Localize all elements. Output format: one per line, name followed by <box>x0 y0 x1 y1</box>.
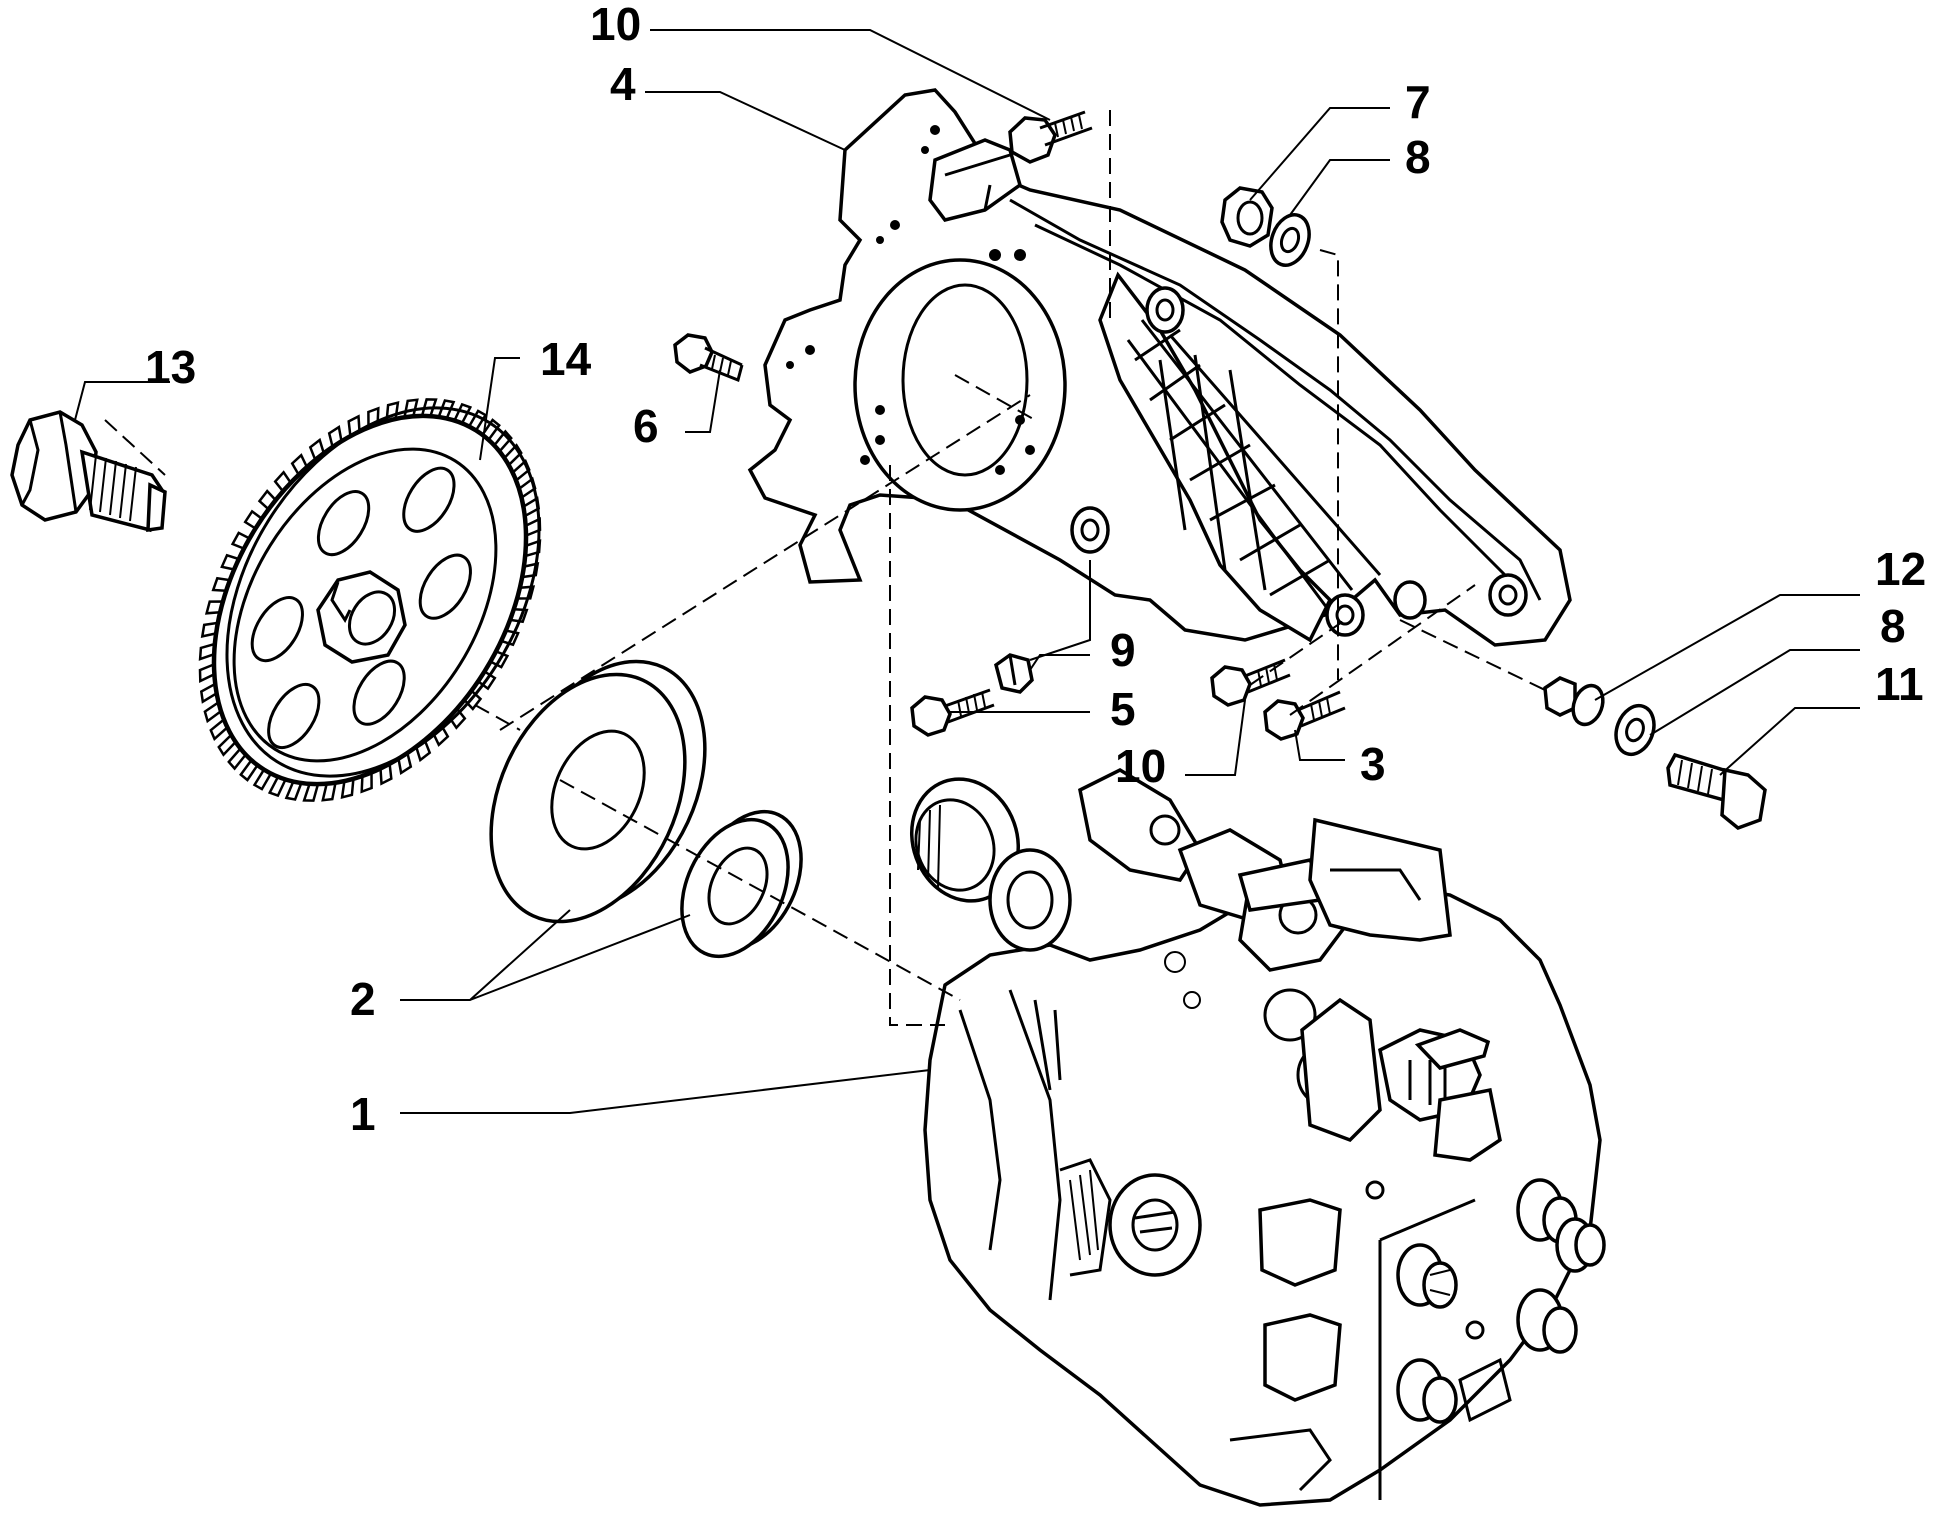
gear-web-holes <box>250 466 472 750</box>
callout-14: 14 <box>540 333 592 385</box>
bolt-11 <box>1666 752 1767 830</box>
drive-gear <box>198 398 542 802</box>
callout-7: 7 <box>1405 76 1431 128</box>
callout-4: 4 <box>610 58 636 110</box>
pump-outlet-fittings <box>1396 1178 1606 1424</box>
bolt-upper-10 <box>1008 110 1093 164</box>
callout-13: 13 <box>145 341 196 393</box>
callout-10-upper: 10 <box>590 0 641 50</box>
callout-labels: 10 4 7 8 13 14 6 9 5 10 3 12 8 11 2 1 <box>145 0 1926 1140</box>
callout-12: 12 <box>1875 543 1926 595</box>
bolt-mid-10 <box>1210 658 1291 707</box>
washer-8-upper <box>1269 213 1311 267</box>
spacer-9 <box>994 653 1034 694</box>
washer-8-lower <box>1614 703 1656 757</box>
assembly-lines <box>104 110 1546 1026</box>
callout-8-lower: 8 <box>1880 600 1906 652</box>
gear-bolt <box>10 410 167 533</box>
callout-6: 6 <box>633 400 659 452</box>
leader-lines <box>74 29 1860 1114</box>
bolt-5 <box>910 688 995 737</box>
callout-8-upper: 8 <box>1405 131 1431 183</box>
callout-3: 3 <box>1360 738 1386 790</box>
callout-11: 11 <box>1875 658 1924 710</box>
bolt-6 <box>673 333 744 383</box>
collar-nut-12 <box>1543 676 1605 727</box>
callout-1: 1 <box>350 1088 376 1140</box>
callout-5: 5 <box>1110 683 1136 735</box>
callout-9: 9 <box>1110 624 1136 676</box>
injection-pump <box>909 768 1606 1507</box>
bolt-3 <box>1263 690 1346 741</box>
callout-2: 2 <box>350 973 376 1025</box>
pump-support-bracket <box>747 88 1572 647</box>
hub-and-seal <box>489 659 803 959</box>
callout-10-mid: 10 <box>1115 740 1166 792</box>
bracket-grid <box>1126 319 1382 613</box>
nut-7 <box>1220 186 1274 248</box>
